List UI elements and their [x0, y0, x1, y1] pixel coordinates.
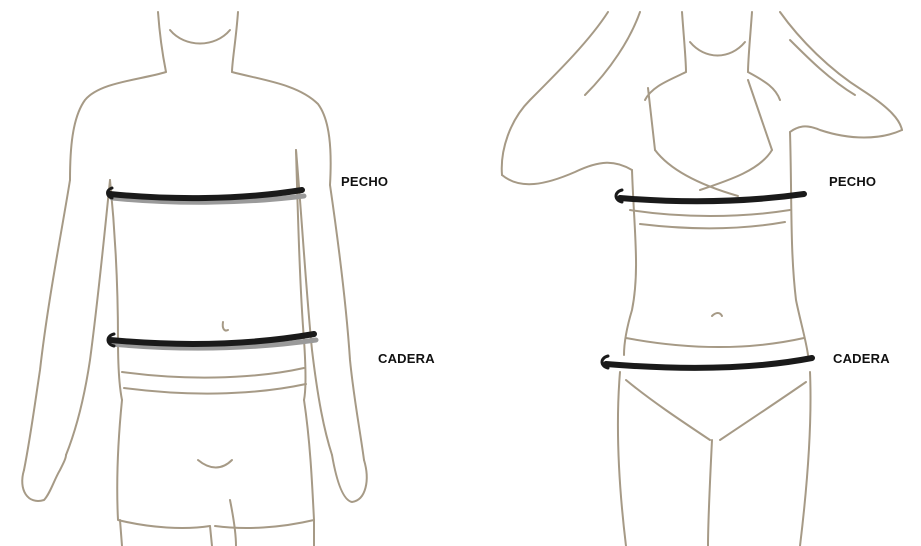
female-torso-right: [790, 132, 808, 355]
male-figure: [22, 12, 366, 546]
male-navel: [223, 322, 228, 331]
male-briefs-top: [122, 368, 304, 378]
male-chin: [170, 30, 230, 44]
male-hand-right: [332, 455, 367, 502]
male-arm-left-outer: [24, 180, 70, 470]
male-torso-left: [110, 180, 122, 400]
female-chest-label: PECHO: [829, 174, 876, 189]
female-ribline: [640, 222, 785, 228]
male-arm-left-inner: [66, 180, 110, 455]
female-bikini-band: [630, 210, 790, 216]
female-navel: [712, 313, 722, 316]
female-bikini-top-edge: [626, 338, 804, 347]
male-shoulder-right: [232, 72, 331, 185]
male-hip-label: CADERA: [378, 351, 435, 366]
female-bikini-strap-right: [748, 80, 772, 150]
male-leg-inner-right: [230, 500, 236, 546]
male-neck-left: [158, 12, 166, 72]
female-neck-left: [682, 12, 686, 72]
male-briefs-left: [117, 400, 210, 528]
male-briefs-crotch: [198, 460, 232, 468]
female-forearm-left: [502, 163, 632, 184]
female-arm-left-lower: [585, 12, 640, 95]
female-hip-band: [606, 358, 812, 368]
male-shoulder-left: [70, 72, 166, 180]
male-leg-inner-left: [210, 526, 212, 546]
female-forearm-right: [790, 126, 902, 137]
female-bikini-right: [720, 382, 806, 440]
female-bikini-left: [626, 380, 710, 440]
female-bikini-cup-left: [655, 150, 738, 196]
male-briefs-right: [215, 400, 314, 528]
male-briefs-band: [124, 384, 306, 394]
male-arm-right-outer: [330, 185, 364, 460]
female-figure: [502, 12, 902, 546]
male-chest-label: PECHO: [341, 174, 388, 189]
male-leg-left: [120, 520, 122, 546]
female-shoulder-left: [645, 72, 686, 100]
male-neck-right: [232, 12, 238, 72]
female-leg-inner: [708, 440, 712, 546]
female-bikini-strap-left: [648, 88, 655, 150]
female-arm-right-lower: [790, 40, 855, 95]
female-leg-right: [800, 372, 811, 546]
female-leg-left: [618, 372, 626, 546]
female-bikini-cup-right: [700, 150, 772, 190]
female-chest-band: [620, 194, 804, 201]
female-arm-left-upper: [502, 12, 608, 175]
female-neck-right: [748, 12, 752, 72]
female-arm-right-upper: [780, 12, 902, 130]
female-chin: [690, 42, 745, 56]
female-hip-label: CADERA: [833, 351, 890, 366]
male-chest-band: [110, 190, 302, 198]
male-hand-left: [22, 455, 66, 501]
